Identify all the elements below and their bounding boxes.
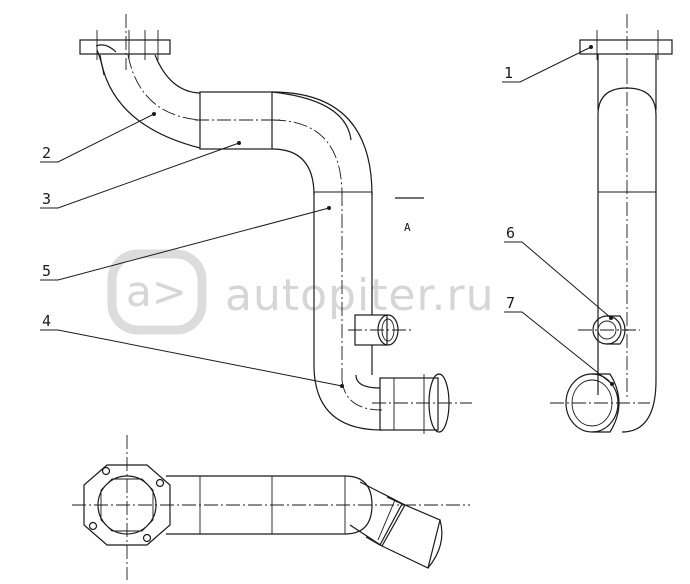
svg-text:3: 3	[42, 190, 51, 208]
callout-3: 3	[40, 141, 241, 209]
bolt-hole	[88, 521, 98, 531]
bolt-hole	[142, 533, 152, 543]
top-elbow	[344, 475, 373, 535]
watermark-logo-text: a>	[126, 267, 187, 316]
callout-6: 6	[504, 224, 613, 320]
watermark: a> autopiter.ru	[107, 249, 495, 335]
outlet-nozzle	[379, 377, 439, 431]
side-top-flange	[579, 39, 673, 55]
svg-text:5: 5	[42, 262, 51, 280]
callouts: 1 2 3 5 4 6	[40, 45, 614, 388]
callout-7: 7	[504, 294, 614, 386]
pipe-segment-3	[199, 91, 273, 150]
pipe-segment-5-bend	[271, 91, 373, 196]
front-top-flange	[79, 39, 171, 55]
top-flange-outline	[83, 464, 171, 546]
svg-text:1: 1	[504, 64, 513, 82]
svg-text:6: 6	[506, 224, 515, 242]
svg-text:4: 4	[42, 312, 51, 330]
bolt-hole	[101, 466, 111, 476]
view-label: A	[404, 221, 411, 234]
front-view: A	[79, 14, 472, 434]
svg-text:7: 7	[506, 294, 515, 312]
svg-text:2: 2	[42, 144, 51, 162]
bolt-hole	[155, 478, 165, 488]
watermark-text: autopiter.ru	[225, 270, 495, 321]
top-angled-nozzle	[349, 481, 406, 547]
pipe-segment-4	[313, 364, 383, 431]
callout-5: 5	[40, 206, 331, 281]
callout-2: 2	[40, 112, 156, 163]
callout-4: 4	[40, 312, 344, 388]
pipe-segment-2	[99, 54, 201, 149]
top-view	[72, 435, 470, 580]
side-view	[550, 14, 673, 433]
callout-1: 1	[502, 45, 593, 83]
